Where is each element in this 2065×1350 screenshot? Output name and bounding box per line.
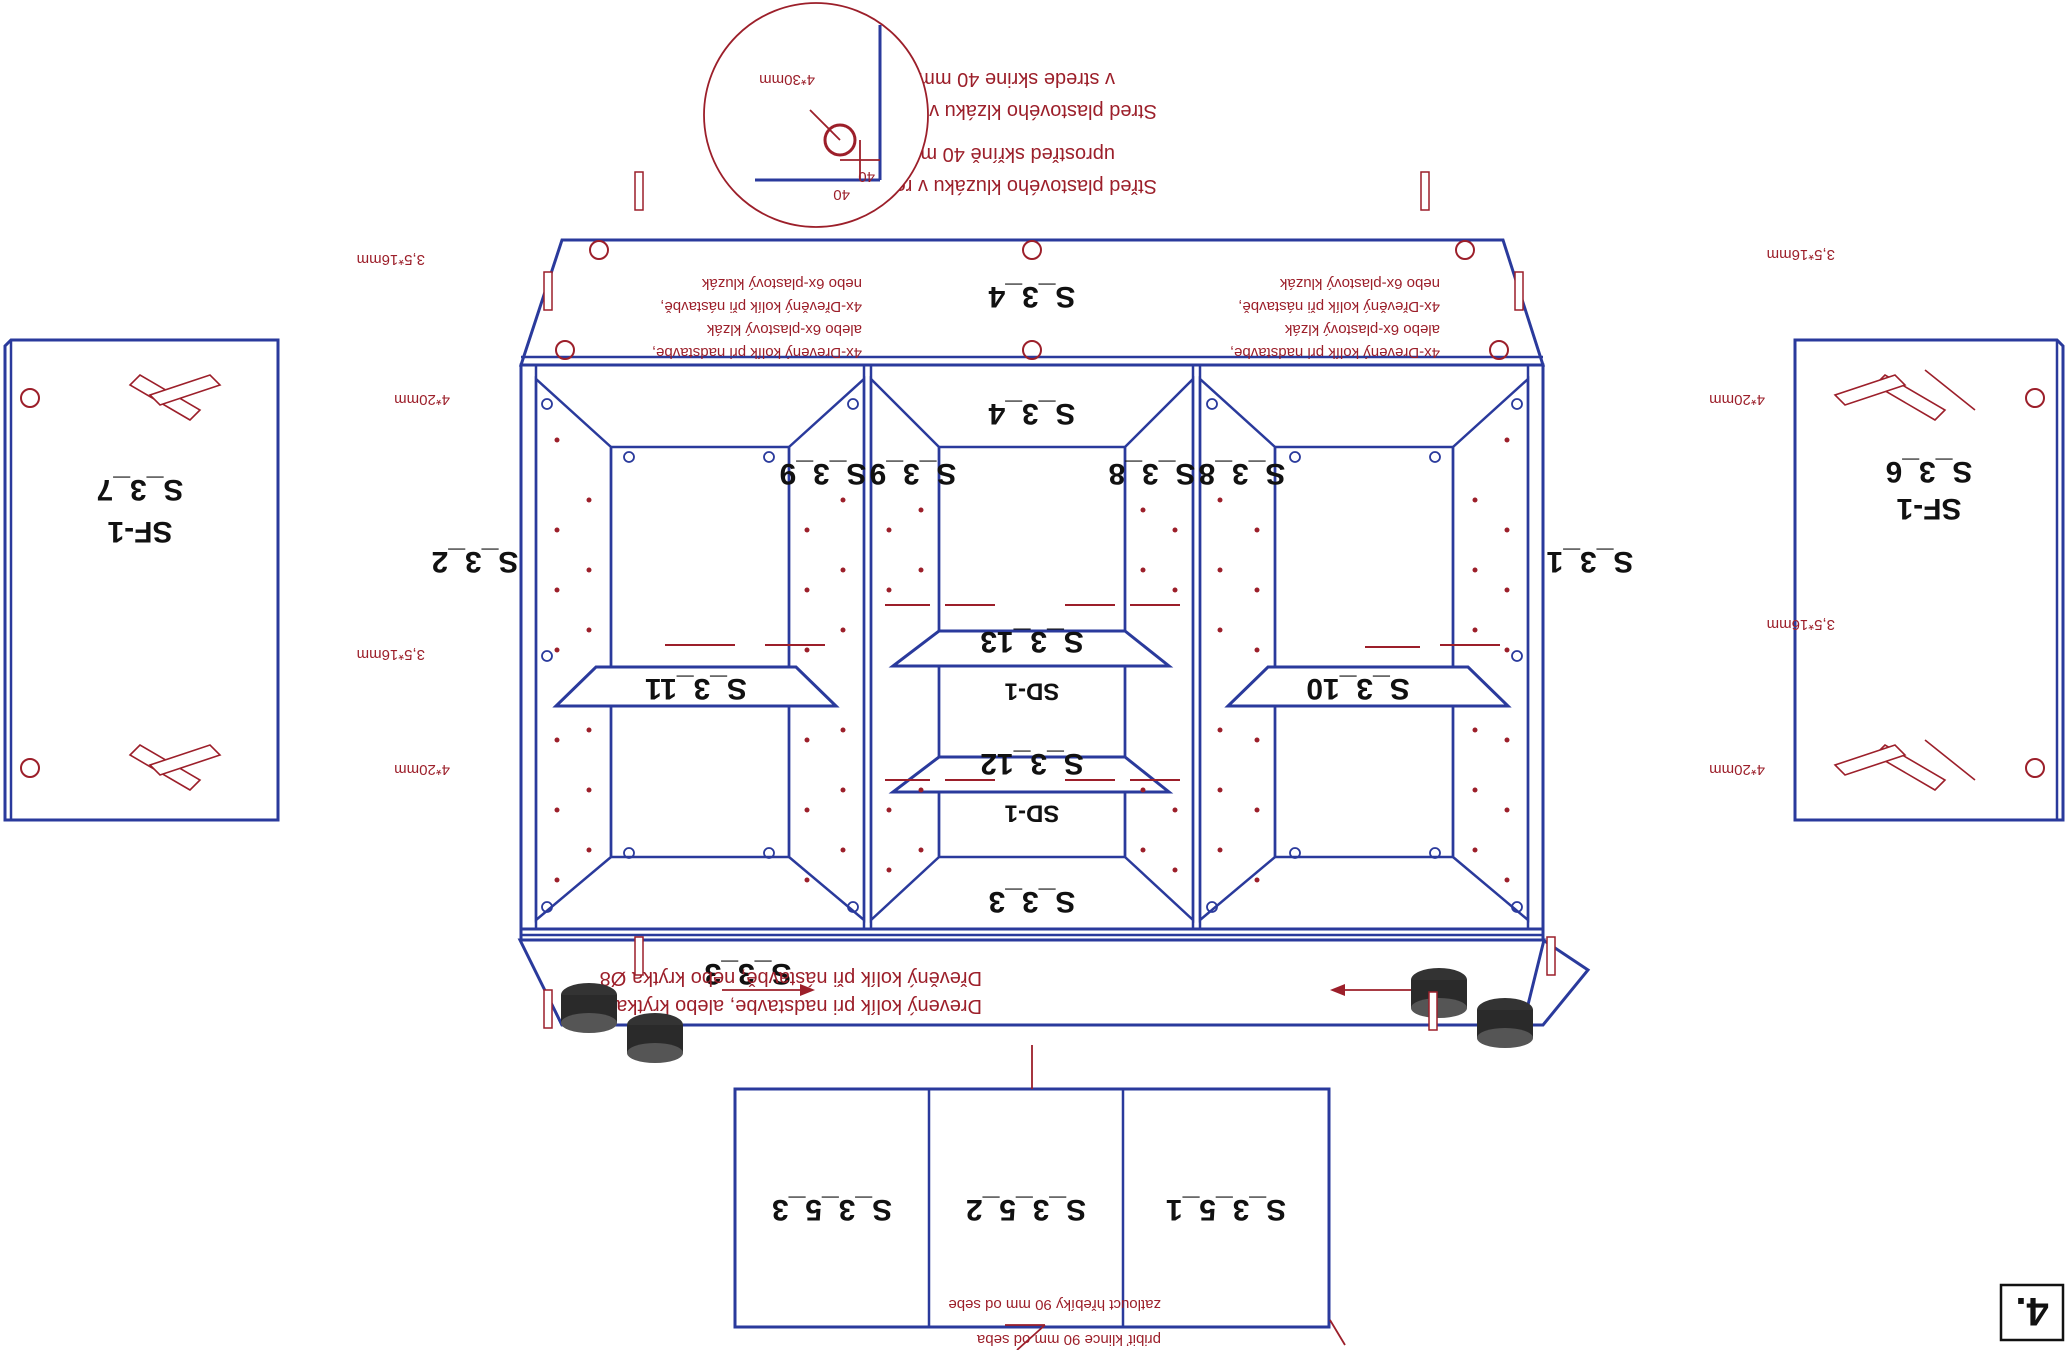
shelf-left — [1224, 665, 1512, 708]
cabinet-top-panel: S_3_4 4x-Drevený kolík pri nadstavbe, al… — [518, 171, 1546, 367]
label-divider-left: S_3_8 — [1199, 457, 1286, 490]
label-divider-left-inner: S_3_8 — [1109, 457, 1196, 490]
note-dowel-left-2: alebo 6x-plastový klzák — [1284, 321, 1440, 338]
hinge-left-top — [1833, 739, 1976, 792]
door-right: SF-1 S_3_7 — [3, 338, 280, 822]
hinge-right-top — [128, 743, 222, 792]
note-dowel-right-4: nebo 6x-plastový kluzák — [701, 275, 862, 292]
label-back-bottom: SD-1 — [1005, 678, 1060, 705]
note-screw-left-4: 3,5*16mm — [1767, 246, 1835, 263]
label-divider-right: S_3_9 — [870, 457, 957, 490]
label-shelf-center-top: S_3_12 — [980, 747, 1083, 780]
label-door-left-b: S_3_6 — [1886, 455, 1973, 488]
dim-40-a: 40 — [833, 186, 850, 203]
note-screw-right-4: 3,5*16mm — [357, 251, 425, 268]
note-dowel-left-3: 4x-Dřevěný kolík při nástavbě, — [1238, 298, 1440, 315]
note-dowel-left-1: 4x-Drevený kolík pri nadstavbe, — [1230, 344, 1440, 361]
note-nail-2: zatlouct hřebíky 90 mm od sebe — [948, 1296, 1161, 1313]
note-screw-left-3: 4*20mm — [1709, 391, 1765, 408]
label-door-right-b: S_3_7 — [97, 473, 184, 506]
label-drawer-1: S_3_5_1 — [1166, 1193, 1286, 1226]
dim-40-b: 40 — [858, 168, 875, 185]
label-shelf-right: S_3_11 — [645, 672, 747, 705]
note-dowel-right-2: alebo 6x-plastový klzák — [706, 321, 862, 338]
shelf-right — [552, 665, 840, 708]
label-shelf-center-bottom: S_3_13 — [980, 625, 1083, 658]
label-top-inner: S_3_4 — [988, 397, 1075, 430]
label-shelf-left: S_3_10 — [1306, 672, 1409, 705]
label-door-left-a: SF-1 — [1896, 492, 1961, 525]
note-screw-4-30: 4*30mm — [759, 71, 815, 88]
hinges — [128, 369, 1976, 792]
shelf-center-top — [888, 755, 1174, 794]
cabinet-bottom-plinth: S_3_3 Drevený kolík pri nadstavbe, alebo… — [517, 927, 1591, 1027]
glide-foot-1 — [1477, 998, 1533, 1048]
note-bottom-1: Drevený kolík pri nadstavbe, alebo krytk… — [584, 995, 982, 1017]
note-dowel-right-3: 4x-Dřevěný kolík při nástavbě, — [660, 298, 862, 315]
note-nail-1: pribiť klince 90 mm od seba — [976, 1331, 1161, 1348]
step-box: 4. — [1999, 1283, 2065, 1342]
note-screw-left-1: 4*20mm — [1709, 761, 1765, 778]
label-side-left: S_3_1 — [1547, 545, 1634, 578]
note-screw-right-2: 3,5*16mm — [357, 646, 425, 663]
label-bottom: S_3_3 — [705, 957, 792, 990]
drawer-front-group: S_3_5_1 S_3_5_2 S_3_5_3 pribiť klince 90… — [733, 1045, 1346, 1350]
label-drawer-2: S_3_5_2 — [966, 1193, 1086, 1226]
glide-feet — [543, 936, 1556, 1063]
hinge-left-bottom — [1833, 369, 1976, 422]
label-back-top: SD-1 — [1005, 800, 1060, 827]
note-bottom-2: Dřevěný kolík při nástavbě, nebo krytka … — [600, 967, 982, 989]
note-dowel-right-1: 4x-Drevený kolík pri nadstavbe, — [652, 344, 862, 361]
label-bottom-inner: S_3_3 — [989, 885, 1076, 918]
hinge-right-bottom — [128, 373, 222, 422]
note-dowel-left-4: nebo 6x-plastový kluzák — [1279, 275, 1440, 292]
glide-foot-2 — [1411, 968, 1467, 1018]
label-drawer-3: S_3_5_3 — [772, 1193, 892, 1226]
label-door-right-a: SF-1 — [107, 515, 172, 548]
step-number: 4. — [2015, 1289, 2048, 1333]
note-screw-left-2: 3,5*16mm — [1767, 616, 1835, 633]
note-screw-right-3: 4*20mm — [394, 391, 450, 408]
label-divider-right-inner: S_3_9 — [780, 457, 867, 490]
label-top-slope: S_3_4 — [988, 280, 1075, 313]
note-screw-right-1: 4*20mm — [394, 761, 450, 778]
hinge-labels: 4*20mm 3,5*16mm 4*20mm 3,5*16mm 4*20mm 3… — [357, 246, 1835, 778]
glide-foot-4 — [561, 983, 617, 1033]
shelf-center-bottom — [888, 629, 1174, 668]
door-left: SF-1 S_3_6 — [1793, 338, 2065, 822]
detail-circle: 40 40 4*30mm — [703, 2, 929, 228]
drawer-frame — [733, 1087, 1331, 1329]
glide-foot-3 — [627, 1013, 683, 1063]
cabinet-body: S_3_3 S_3_4 S_3_10 S_3_11 S_3_12 S_3_13 … — [432, 363, 1634, 931]
label-side-right: S_3_2 — [432, 545, 519, 578]
